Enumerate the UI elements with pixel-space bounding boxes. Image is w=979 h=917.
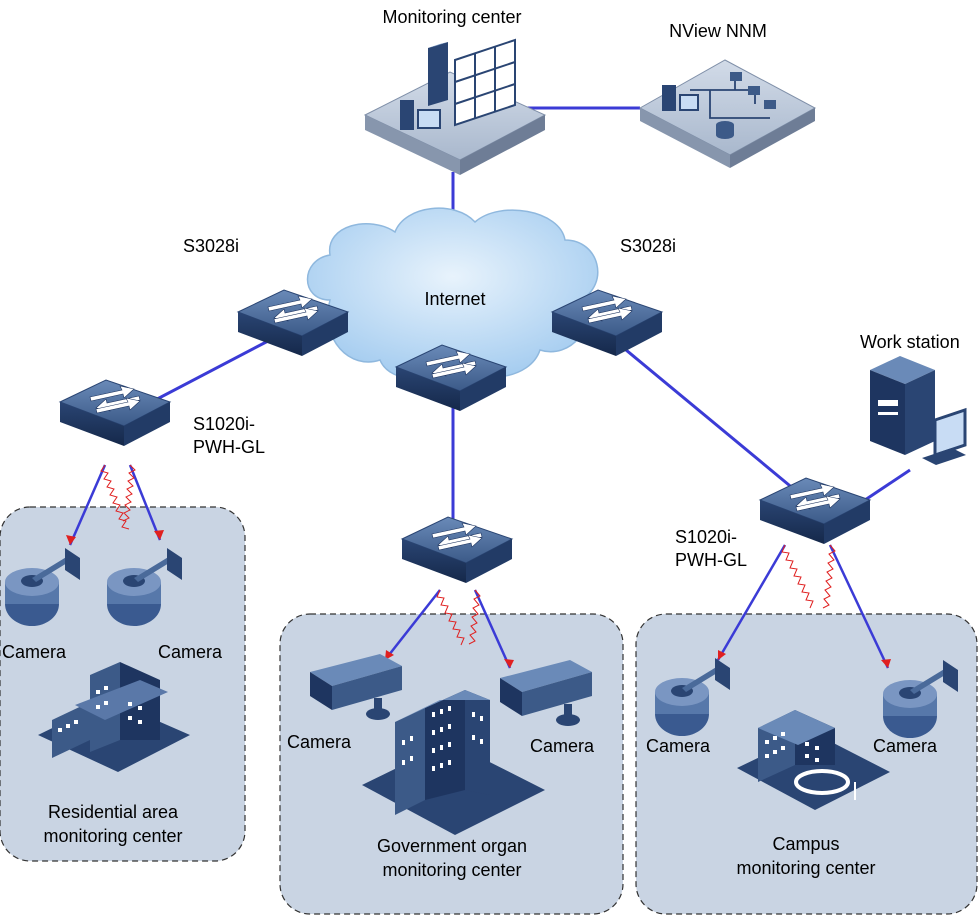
government-camera-left-label: Camera — [287, 732, 352, 752]
government-area-label-line2: monitoring center — [382, 860, 521, 880]
government-building-icon — [362, 690, 545, 835]
video-wall-icon — [454, 38, 516, 127]
running-track-icon — [794, 769, 850, 795]
switch-s3028i-left-label: S3028i — [183, 236, 239, 256]
government-area-label-line1: Government organ — [377, 836, 527, 856]
residential-camera-right-label: Camera — [158, 642, 223, 662]
residential-camera-left-label: Camera — [2, 642, 67, 662]
work-station — [870, 356, 967, 465]
network-node-icons — [730, 72, 776, 109]
s1020i-left-label-line1: S1020i- — [193, 414, 255, 434]
nview-nnm — [638, 59, 817, 168]
nview-nnm-label: NView NNM — [669, 21, 767, 41]
s1020i-right-label-line1: S1020i- — [675, 527, 737, 547]
pc-icon — [400, 100, 441, 130]
s1020i-left-label-line2: PWH-GL — [193, 437, 265, 457]
campus-camera-right-label: Camera — [873, 736, 938, 756]
monitoring-center-label: Monitoring center — [382, 7, 521, 27]
government-camera-right-label: Camera — [530, 736, 595, 756]
campus-area-label-line2: monitoring center — [736, 858, 875, 878]
work-station-label: Work station — [860, 332, 960, 352]
campus-area-label-line1: Campus — [772, 834, 839, 854]
internet-cloud: Internet — [306, 207, 599, 381]
switch-s3028i-right-label: S3028i — [620, 236, 676, 256]
wireless-links — [66, 464, 891, 669]
server-rack-icon — [428, 42, 448, 106]
server-icon — [662, 85, 699, 111]
internet-label: Internet — [424, 289, 485, 309]
campus-camera-left-label: Camera — [646, 736, 711, 756]
database-icon — [716, 121, 734, 139]
switch-s1020i-right — [759, 477, 871, 545]
switch-s1020i-left — [59, 379, 171, 447]
monitoring-center — [363, 38, 547, 175]
s1020i-right-label-line2: PWH-GL — [675, 550, 747, 570]
campus-building-icon — [737, 710, 890, 810]
residential-building-icon — [38, 662, 190, 772]
residential-area-label-line1: Residential area — [48, 802, 179, 822]
residential-area-label-line2: monitoring center — [43, 826, 182, 846]
switch-access-government — [401, 516, 513, 584]
